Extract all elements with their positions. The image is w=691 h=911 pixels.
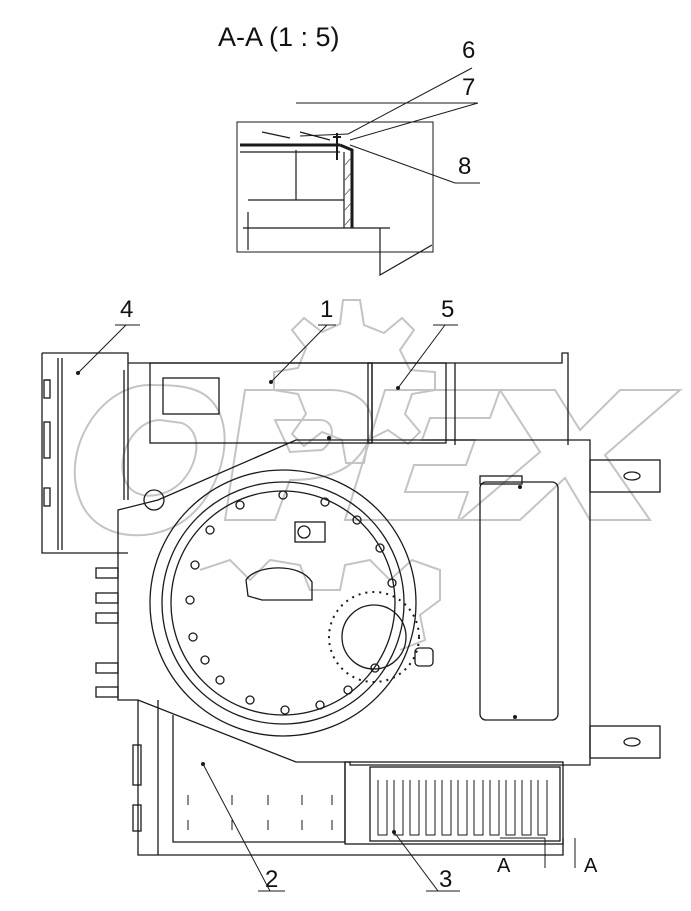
callout-8: 8 (458, 153, 472, 180)
callout-5: 5 (441, 296, 455, 323)
section-detail-aa (236, 121, 434, 277)
leader-lines (77, 67, 576, 892)
section-mark-left: A (497, 855, 511, 877)
callout-4: 4 (120, 296, 134, 323)
callout-2: 2 (265, 866, 279, 893)
fastener-dots (76, 371, 522, 834)
callout-1: 1 (320, 296, 334, 323)
slewing-ring (143, 469, 434, 737)
section-mark-right: A (584, 855, 598, 877)
platform-frame (41, 352, 661, 856)
callout-3: 3 (439, 866, 453, 893)
view-title: A-A (1 : 5) (218, 22, 340, 52)
opex-watermark (73, 299, 683, 651)
callout-7: 7 (462, 74, 476, 101)
callout-6: 6 (462, 37, 476, 64)
